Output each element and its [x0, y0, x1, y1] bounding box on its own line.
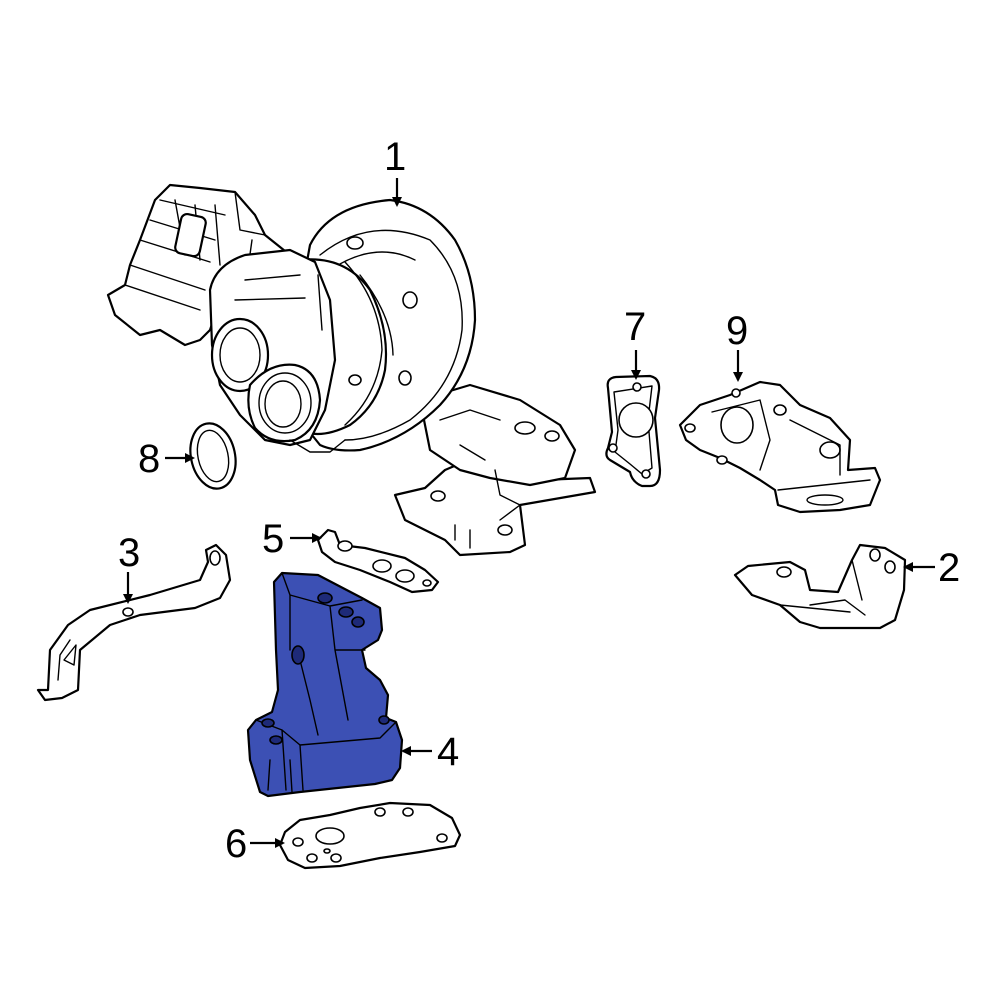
leader-lines [123, 178, 935, 848]
part-8-o-ring[interactable] [185, 419, 242, 493]
part-1-turbocharger[interactable] [106, 183, 597, 557]
callout-2: 2 [938, 546, 960, 590]
callout-7: 7 [624, 305, 646, 349]
part-5-gasket[interactable] [316, 528, 440, 594]
part-4-highlighted-housing[interactable] [246, 571, 404, 798]
part-9-exhaust-elbow[interactable] [678, 380, 882, 514]
callout-5: 5 [262, 517, 284, 561]
callout-4: 4 [437, 730, 459, 774]
callout-3: 3 [118, 531, 140, 575]
part-2-bracket[interactable] [733, 543, 907, 630]
callout-9: 9 [726, 309, 748, 353]
part-3-bracket[interactable] [36, 543, 232, 702]
callout-labels: 1 2 3 4 5 6 7 8 9 [118, 135, 960, 866]
part-6-gasket[interactable] [278, 801, 462, 870]
callout-8: 8 [138, 437, 160, 481]
part-7-gasket[interactable] [605, 374, 662, 488]
callout-6: 6 [225, 822, 247, 866]
callout-1: 1 [384, 135, 406, 179]
